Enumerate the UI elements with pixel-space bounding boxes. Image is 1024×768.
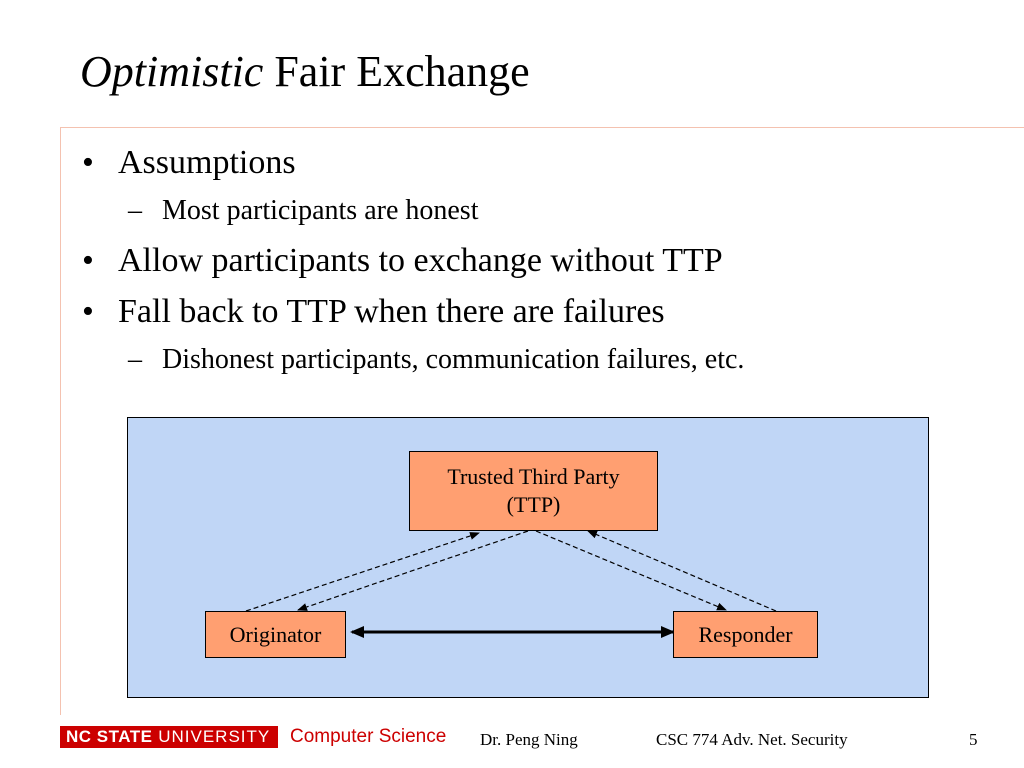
dashed-arrow-originator-to-ttp bbox=[245, 532, 480, 612]
bullet-text: Allow participants to exchange without T… bbox=[118, 242, 723, 279]
slide-title-italic: Optimistic bbox=[80, 47, 264, 96]
title-divider bbox=[60, 127, 1024, 128]
logo-thin-text: UNIVERSITY bbox=[152, 727, 271, 746]
slide-title: Optimistic Fair Exchange bbox=[80, 44, 530, 100]
course-label: CSC 774 Adv. Net. Security bbox=[656, 730, 848, 749]
department-label: Computer Science bbox=[290, 726, 447, 747]
exchange-diagram: Trusted Third Party (TTP) Originator Res… bbox=[127, 417, 929, 698]
author-label: Dr. Peng Ning bbox=[480, 730, 578, 749]
dashed-arrow-ttp-to-originator bbox=[297, 530, 529, 611]
ncsu-logo-box: NC STATE UNIVERSITY bbox=[60, 726, 279, 748]
ttp-node: Trusted Third Party (TTP) bbox=[409, 451, 658, 531]
originator-node: Originator bbox=[205, 611, 346, 658]
dashed-arrow-responder-to-ttp bbox=[587, 530, 777, 612]
sub-bullet-text: Dishonest participants, communication fa… bbox=[162, 344, 745, 375]
left-divider bbox=[60, 127, 61, 715]
ttp-node-line1: Trusted Third Party bbox=[447, 464, 620, 489]
responder-label: Responder bbox=[698, 621, 793, 647]
bullet-text: Assumptions bbox=[118, 144, 296, 181]
logo-bold-text: NC STATE bbox=[66, 727, 153, 746]
ttp-node-line2: (TTP) bbox=[506, 492, 561, 517]
originator-label: Originator bbox=[229, 621, 322, 647]
responder-node: Responder bbox=[673, 611, 818, 658]
sub-bullet-mark: – bbox=[128, 195, 142, 226]
sub-bullet-text: Most participants are honest bbox=[162, 195, 479, 226]
bullet-text: Fall back to TTP when there are failures bbox=[118, 293, 665, 330]
slide-title-rest: Fair Exchange bbox=[263, 47, 530, 96]
bullet-mark: • bbox=[82, 293, 94, 330]
bullet-mark: • bbox=[82, 144, 94, 181]
dashed-arrow-ttp-to-responder bbox=[535, 530, 727, 611]
sub-bullet-mark: – bbox=[128, 344, 142, 375]
bullet-mark: • bbox=[82, 242, 94, 279]
page-number: 5 bbox=[969, 730, 978, 749]
ncsu-logo: NC STATE UNIVERSITY bbox=[60, 726, 279, 748]
diagram-arrows bbox=[245, 530, 777, 638]
